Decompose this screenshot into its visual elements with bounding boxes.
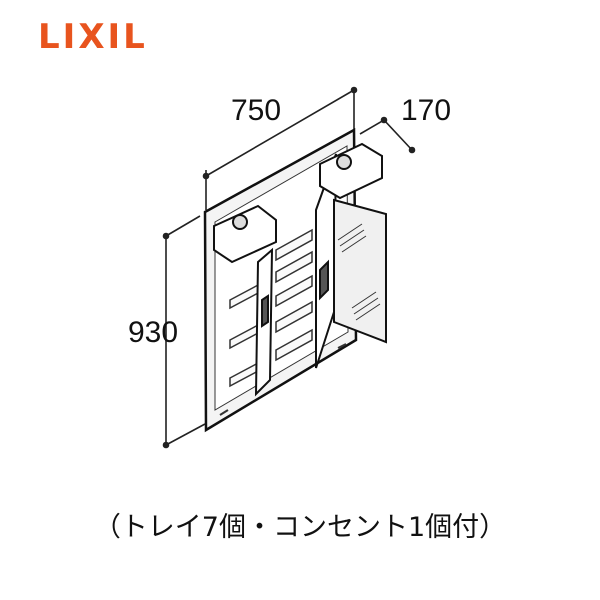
right-light-tray	[319, 142, 383, 200]
product-caption: （トレイ7個・コンセント1個付）	[93, 512, 507, 543]
width-dimension-label: 750	[231, 94, 282, 127]
depth-dimension-line	[359, 116, 416, 154]
brand-logo: LIXIL	[38, 17, 148, 57]
inner-shelves-center	[275, 228, 313, 362]
height-dimension-label: 930	[128, 316, 179, 349]
height-dimension-line	[162, 215, 206, 449]
right-door	[333, 198, 387, 344]
width-dimension-line	[202, 86, 358, 210]
left-door	[254, 247, 274, 397]
left-light-tray	[213, 204, 277, 264]
depth-dimension-label: 170	[401, 94, 452, 127]
